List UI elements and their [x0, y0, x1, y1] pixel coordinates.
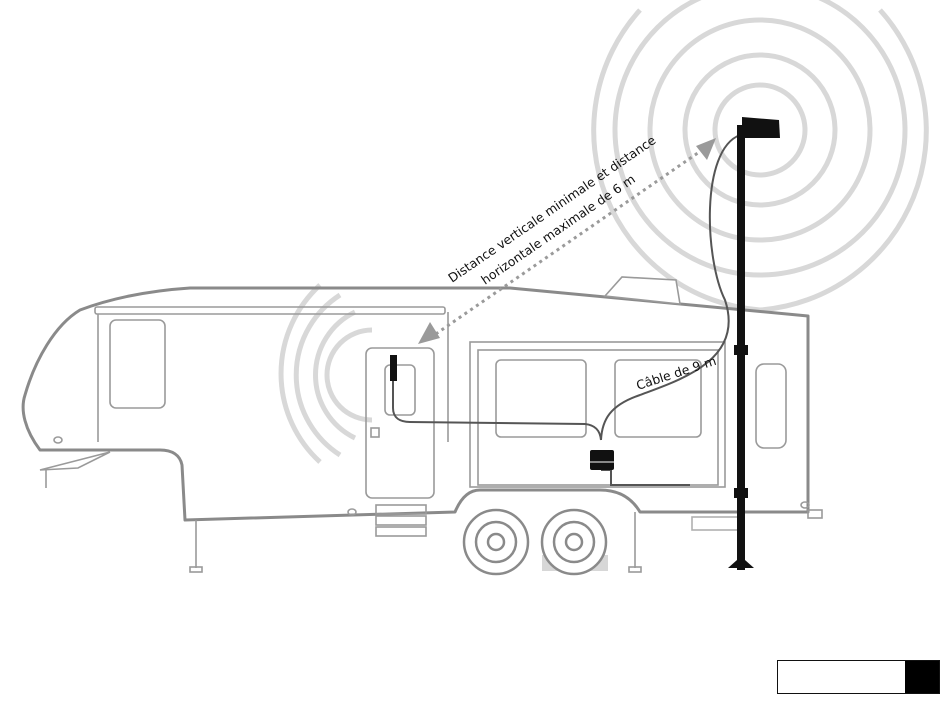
- antenna-mast: [728, 125, 754, 570]
- cable-length-label: Câble de 9 m: [634, 353, 718, 393]
- legend-box: [777, 660, 940, 694]
- rv-details: [40, 277, 822, 572]
- distance-label-line2: horizontale maximale de 6 m: [478, 171, 638, 287]
- distance-label-line1: Distance verticale minimale et distance: [445, 132, 659, 285]
- indoor-antenna-icon: [390, 355, 397, 381]
- indoor-signal-waves: [281, 285, 372, 462]
- outdoor-antenna-icon: [742, 117, 780, 138]
- wheels: [464, 510, 606, 574]
- legend-swatch: [905, 661, 939, 693]
- outdoor-signal-waves: [594, 0, 927, 310]
- distance-arrow: [418, 138, 716, 344]
- signal-booster-icon: [590, 450, 614, 470]
